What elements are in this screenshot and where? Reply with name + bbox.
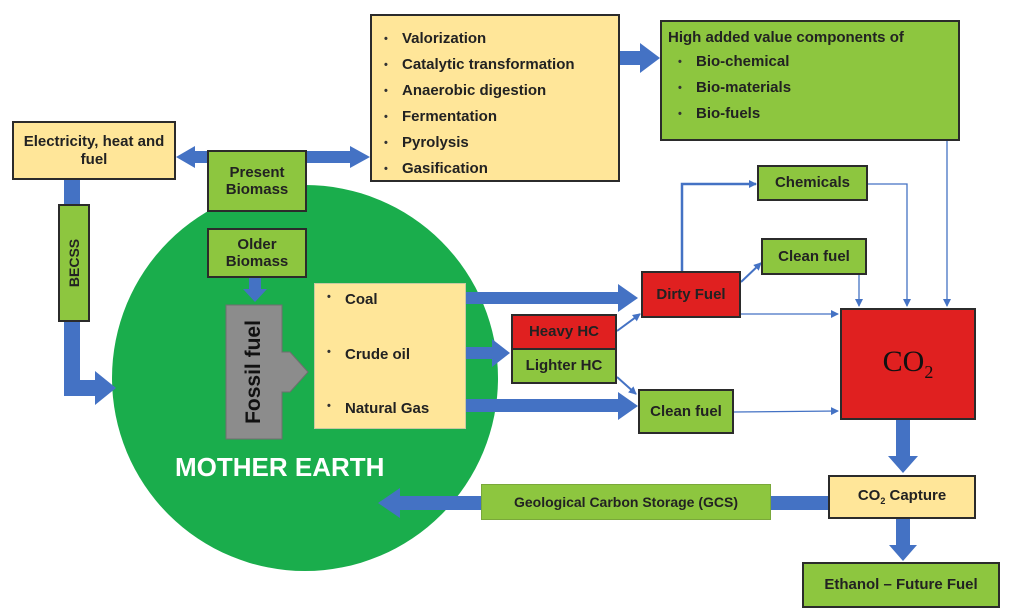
high-value-item: Bio-materials xyxy=(674,75,952,101)
co2-capture-prefix: CO xyxy=(857,487,881,505)
heavy-hc-box: Heavy HC xyxy=(511,314,617,350)
arrow-capture-to-ethanol xyxy=(889,519,917,561)
gcs-box: Geological Carbon Storage (GCS) xyxy=(481,484,771,520)
arrow-cleanfuel-bottom-to-co2 xyxy=(733,407,839,416)
co2-text-main: CO xyxy=(882,345,925,379)
co2-capture-text: CO2 Capture xyxy=(858,487,946,506)
high-value-item: Bio-chemical xyxy=(674,49,952,75)
becss-label-wrap: BECSS xyxy=(58,204,90,322)
process-item: Fermentation xyxy=(380,104,612,130)
electricity-label: Electricity, heat and fuel xyxy=(23,133,165,168)
clean-fuel-top-label: Clean fuel xyxy=(778,247,850,265)
arrow-crude-to-hc xyxy=(456,339,510,367)
lighter-hc-label: Lighter HC xyxy=(525,357,603,375)
older-biomass-box: Older Biomass xyxy=(207,228,307,278)
heavy-hc-label: Heavy HC xyxy=(528,323,600,341)
arrow-lighterhc-to-cleanfuel xyxy=(616,376,637,395)
electricity-heat-fuel-box: Electricity, heat and fuel xyxy=(12,121,176,180)
chemicals-box: Chemicals xyxy=(757,165,868,201)
present-biomass-box: Present Biomass xyxy=(207,150,307,212)
process-item: Anaerobic digestion xyxy=(380,78,612,104)
processes-box: Valorization Catalytic transformation An… xyxy=(370,14,620,182)
dirty-fuel-box: Dirty Fuel xyxy=(641,271,741,318)
becss-bar xyxy=(58,204,90,322)
ethanol-label: Ethanol – Future Fuel xyxy=(824,576,978,594)
lighter-hc-box: Lighter HC xyxy=(511,348,617,384)
process-item: Gasification xyxy=(380,156,612,182)
fossil-type-item: Crude oil xyxy=(323,346,410,363)
co2-capture-suffix: Capture xyxy=(885,487,947,505)
process-item: Pyrolysis xyxy=(380,130,612,156)
high-value-list: Bio-chemical Bio-materials Bio-fuels xyxy=(668,49,952,127)
clean-fuel-top-box: Clean fuel xyxy=(761,238,867,275)
process-item: Valorization xyxy=(380,26,612,52)
arrow-heavyhc-to-dirty xyxy=(616,313,641,332)
fossil-fuel-arrow xyxy=(225,304,309,440)
present-biomass-label: Present Biomass xyxy=(225,163,289,198)
fossil-types-box: Coal Crude oil Natural Gas xyxy=(314,283,466,429)
high-value-box: High added value components of Bio-chemi… xyxy=(660,20,960,141)
dirty-fuel-label: Dirty Fuel xyxy=(656,285,726,303)
arrow-coal-to-dirtyfuel xyxy=(424,284,638,312)
co2-capture-box: CO2 Capture xyxy=(828,475,976,519)
co2-text: CO2 xyxy=(883,345,934,383)
co2-box: CO2 xyxy=(840,308,976,420)
chemicals-label: Chemicals xyxy=(774,174,851,192)
older-biomass-label: Older Biomass xyxy=(225,235,289,270)
high-value-item: Bio-fuels xyxy=(674,101,952,127)
becss-label: BECSS xyxy=(66,238,83,288)
arrow-processes-to-highvalue xyxy=(620,43,660,73)
clean-fuel-bottom-label: Clean fuel xyxy=(650,402,722,420)
mother-earth-label: MOTHER EARTH xyxy=(175,452,385,482)
fossil-type-item: Coal xyxy=(323,291,378,308)
co2-text-sub: 2 xyxy=(924,362,934,383)
fossil-fuel-label: Fossil fuel xyxy=(242,320,266,424)
co2-capture-sub: 2 xyxy=(880,496,886,507)
earth-circle xyxy=(112,185,498,571)
arrow-older-to-fossil xyxy=(243,277,267,302)
process-item: Catalytic transformation xyxy=(380,52,612,78)
arrow-co2-to-capture xyxy=(888,420,918,473)
arrow-gas-to-cleanfuel xyxy=(462,392,638,420)
gcs-label: Geological Carbon Storage (GCS) xyxy=(513,493,739,510)
clean-fuel-bottom-box: Clean fuel xyxy=(638,389,734,434)
fossil-fuel-label-wrap: Fossil fuel xyxy=(226,305,282,439)
high-value-title: High added value components of xyxy=(668,29,904,46)
ethanol-box: Ethanol – Future Fuel xyxy=(802,562,1000,608)
arrow-dirty-to-cleanfuel xyxy=(740,262,762,283)
arrow-dirty-to-chemicals xyxy=(680,180,757,271)
processes-list: Valorization Catalytic transformation An… xyxy=(380,26,612,182)
arrow-chemicals-to-co2 xyxy=(868,183,911,307)
fossil-type-item: Natural Gas xyxy=(323,400,429,417)
